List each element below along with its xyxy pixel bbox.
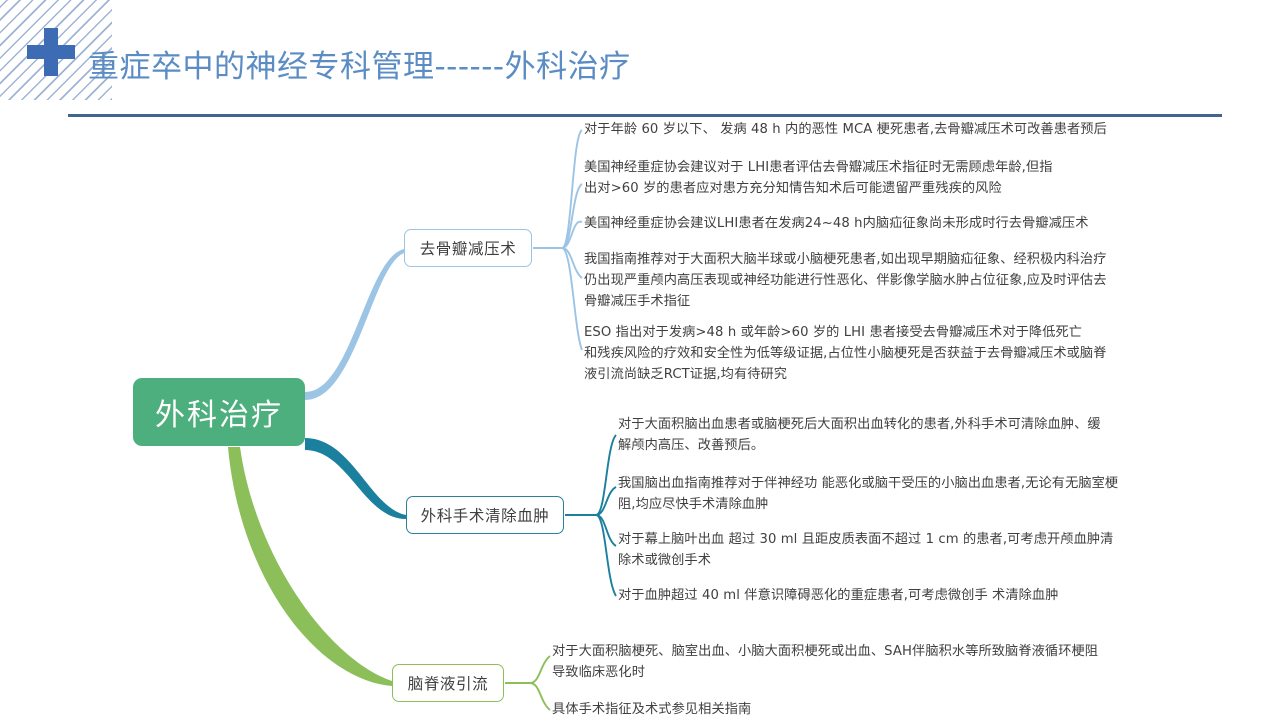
brace-branch-1 <box>565 434 617 597</box>
connector-root-to-branch-0 <box>305 249 404 400</box>
detail-item-b0-0: 对于年龄 60 岁以下、 发病 48 h 内的恶性 MCA 梗死患者,去骨瓣减压… <box>584 122 1107 137</box>
detail-item-b1-1: 我国脑出血指南推荐对于伴神经功 能恶化或脑干受压的小脑出血患者,无论有无脑室梗 … <box>618 476 1119 512</box>
root-node-label: 外科治疗 <box>155 398 283 433</box>
detail-item-b2-1: 具体手术指征及术式参见相关指南 <box>552 702 752 717</box>
branch-node-csf-drainage[interactable]: 脑脊液引流 <box>392 664 504 702</box>
brace-branch-2 <box>505 655 551 711</box>
branch-node-1-label: 外科手术清除血肿 <box>420 507 550 525</box>
branch-node-0-label: 去骨瓣减压术 <box>419 240 517 258</box>
detail-item-b2-0: 对于大面积脑梗死、脑室出血、小脑大面积梗死或出血、SAH伴脑积水等所致脑脊液循环… <box>552 644 1099 680</box>
branch-node-decompressive-craniectomy[interactable]: 去骨瓣减压术 <box>404 229 532 267</box>
connector-root-to-branch-2 <box>228 447 392 686</box>
detail-item-b1-2: 对于幕上脑叶出血 超过 30 ml 且距皮质表面不超过 1 cm 的患者,可考虑… <box>618 532 1114 568</box>
page-title: 重症卒中的神经专科管理------外科治疗 <box>88 49 631 85</box>
branch-node-2-label: 脑脊液引流 <box>407 675 489 693</box>
detail-item-b0-3: 我国指南推荐对于大面积大脑半球或小脑梗死患者,如出现早期脑疝征象、经积极内科治疗… <box>584 252 1107 309</box>
branch-node-hematoma-evacuation[interactable]: 外科手术清除血肿 <box>406 496 564 534</box>
mindmap-root-node[interactable]: 外科治疗 <box>133 378 305 446</box>
detail-item-b0-4: ESO 指出对于发病>48 h 或年龄>60 岁的 LHI 患者接受去骨瓣减压术… <box>584 325 1107 382</box>
connector-root-to-branch-1 <box>305 438 406 519</box>
detail-item-b1-0: 对于大面积脑出血患者或脑梗死后大面积出血转化的患者,外科手术可清除血肿、缓 解颅… <box>618 417 1101 453</box>
brace-branch-0 <box>533 129 583 351</box>
detail-item-b0-2: 美国神经重症协会建议LHI患者在发病24~48 h内脑疝征象尚未形成时行去骨瓣减… <box>584 216 1089 231</box>
medical-cross-icon <box>27 28 75 76</box>
detail-item-b0-1: 美国神经重症协会建议对于 LHI患者评估去骨瓣减压术指征时无需顾虑年龄,但指 出… <box>584 160 1053 196</box>
detail-item-b1-3: 对于血肿超过 40 ml 伴意识障碍恶化的重症患者,可考虑微创手 术清除血肿 <box>618 588 1059 603</box>
title-divider-rule <box>68 114 1222 117</box>
